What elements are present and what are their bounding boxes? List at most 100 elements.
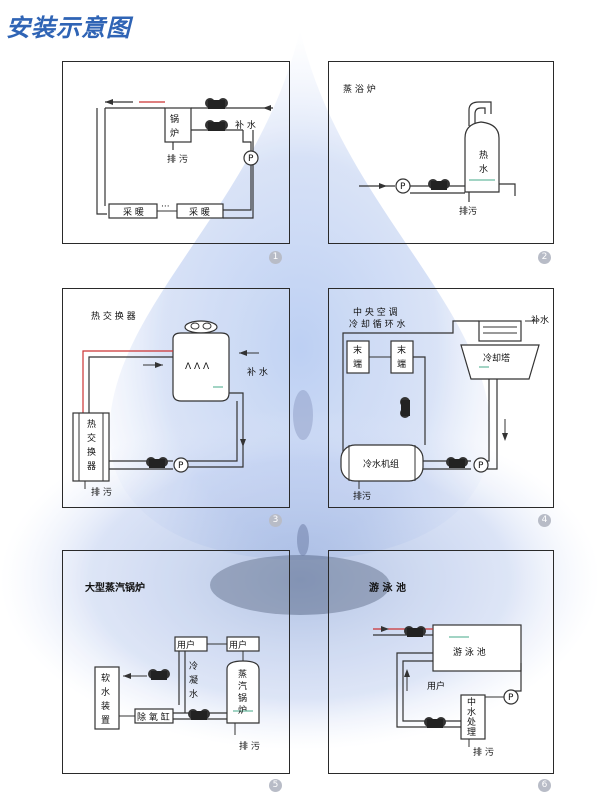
pool-label: 游 泳 池	[453, 646, 486, 658]
panel-bath-boiler: 蒸 浴 炉 热 水 排污 P	[328, 61, 554, 244]
chiller-label: 冷水机组	[363, 458, 399, 470]
pump-label: P	[400, 182, 406, 192]
water-treatment-box	[460, 694, 486, 740]
drain-label: 排 污	[167, 153, 188, 165]
condensate-label-1: 冷	[189, 660, 198, 672]
valve-icon	[424, 717, 446, 728]
heating-system-diagram: 锅 炉 补 水 排 污 P 采 暖 采 暖 ···	[96, 98, 273, 219]
tank-mark: Λ Λ Λ	[185, 362, 210, 372]
softener-label-4: 置	[101, 715, 110, 726]
hot-water-label-1: 热	[479, 149, 488, 161]
drain-label: 排 污	[473, 746, 494, 758]
pump-label: P	[478, 461, 484, 471]
panel-4-title-2: 冷 却 循 环 水	[349, 318, 405, 330]
panel-6-title: 游 泳 池	[369, 581, 406, 594]
makeup-water-label: 补 水	[235, 119, 256, 131]
heat-exchanger-diagram: 热 交 换 器 Λ Λ Λ 热 交 换 器 补 水 排 污	[72, 310, 268, 498]
valve-icon	[188, 709, 210, 720]
cooling-tower	[460, 344, 540, 380]
chiller-unit	[340, 444, 424, 482]
steam-boiler-label-2: 汽	[238, 680, 247, 692]
hx-label-4: 器	[87, 461, 96, 472]
panel-3-title: 热 交 换 器	[91, 310, 136, 322]
panel-swimming-pool: 游 泳 池 游 泳 池 用户 中 水 处 理 排 污 P	[328, 550, 554, 774]
treatment-label-4: 理	[467, 727, 476, 738]
deaerator-label: 除 氧 缸	[137, 711, 170, 723]
terminal-a-label-1: 末	[353, 344, 362, 356]
panel-number-4: 4	[538, 514, 551, 527]
steam-boiler-label-3: 锅	[238, 693, 247, 704]
hx-label-2: 交	[87, 432, 96, 444]
boiler-box	[164, 107, 192, 143]
pump-icon	[473, 457, 489, 473]
tower-fan	[478, 320, 522, 342]
terminal-a-label-2: 端	[353, 358, 362, 370]
hx-label-1: 热	[87, 418, 96, 430]
panel-steam-boiler: 大型蒸汽锅炉 用户 用户 软 水 装 置 冷 凝 水 蒸 汽 锅 炉	[62, 550, 290, 774]
valve-icon	[148, 669, 170, 680]
panel-heating-boiler: 锅 炉 补 水 排 污 P 采 暖 采 暖 ···	[62, 61, 290, 244]
tank-cap	[184, 320, 218, 334]
hot-water-tank	[464, 121, 500, 193]
radiator-b-label: 采 暖	[189, 206, 210, 218]
drain-label: 排污	[459, 205, 477, 217]
user-label: 用户	[427, 680, 445, 692]
makeup-water-label: 补水	[531, 314, 549, 326]
user-a-label: 用户	[177, 639, 195, 651]
terminal-b-label-1: 末	[397, 344, 406, 356]
panel-2-title: 蒸 浴 炉	[343, 83, 376, 95]
softener-label-3: 装	[101, 700, 110, 712]
steam-boiler-diagram: 大型蒸汽锅炉 用户 用户 软 水 装 置 冷 凝 水 蒸 汽 锅 炉	[85, 581, 260, 752]
valve-icon	[205, 98, 228, 109]
panel-heat-exchanger: 热 交 换 器 Λ Λ Λ 热 交 换 器 补 水 排 污	[62, 288, 290, 508]
steam-boiler-label-1: 蒸	[238, 668, 247, 680]
terminal-b-label-2: 端	[397, 358, 406, 370]
makeup-water-label: 补 水	[247, 366, 268, 378]
valve-icon	[400, 397, 410, 418]
radiator-a-label: 采 暖	[123, 206, 144, 218]
condensate-label-3: 水	[189, 688, 198, 700]
user-b-label: 用户	[229, 639, 247, 651]
pump-icon	[173, 457, 189, 473]
drain-label: 排 污	[91, 486, 112, 498]
panel-number-2: 2	[538, 251, 551, 264]
panel-number-3: 3	[269, 514, 282, 527]
continuation-dots: ···	[161, 202, 170, 212]
pump-icon	[243, 150, 259, 166]
condensate-label-2: 凝	[189, 675, 198, 686]
softener-box	[94, 666, 120, 730]
hot-water-label-2: 水	[479, 163, 488, 175]
page-title: 安装示意图	[6, 14, 131, 42]
boiler-label-1: 锅	[170, 114, 179, 125]
panel-5-title: 大型蒸汽锅炉	[85, 581, 145, 594]
central-ac-diagram: 中 央 空 调 冷 却 循 环 水 补水 末 端 末 端	[340, 306, 549, 502]
treatment-label-1: 中	[467, 696, 476, 708]
steam-boiler-box	[226, 660, 260, 724]
softener-label-1: 软	[101, 672, 110, 684]
steam-boiler-label-4: 炉	[238, 704, 247, 716]
pump-label: P	[178, 461, 184, 471]
valve-icon	[428, 179, 450, 190]
panel-4-title-1: 中 央 空 调	[353, 306, 398, 318]
drain-label: 排 污	[239, 740, 260, 752]
bath-boiler-diagram: 蒸 浴 炉 热 水 排污 P	[343, 83, 516, 217]
panel-number-6: 6	[538, 779, 551, 792]
cooling-tower-label: 冷却塔	[483, 352, 510, 364]
hx-label-3: 换	[87, 446, 96, 458]
treatment-label-2: 水	[467, 706, 476, 718]
pump-label: P	[508, 693, 514, 703]
pump-label: P	[248, 154, 254, 164]
boiler-label-2: 炉	[170, 127, 179, 139]
softener-label-2: 水	[101, 686, 110, 698]
panel-number-5: 5	[269, 779, 282, 792]
valve-icon	[205, 120, 228, 131]
pool-box	[432, 624, 522, 672]
treatment-label-3: 处	[467, 716, 476, 728]
drain-label: 排污	[353, 490, 371, 502]
swimming-pool-diagram: 游 泳 池 游 泳 池 用户 中 水 处 理 排 污 P	[369, 581, 522, 758]
valve-icon	[446, 457, 468, 468]
panel-central-ac: 中 央 空 调 冷 却 循 环 水 补水 末 端 末 端	[328, 288, 554, 508]
panel-number-1: 1	[269, 251, 282, 264]
valve-icon	[404, 626, 426, 637]
valve-icon	[146, 457, 168, 468]
